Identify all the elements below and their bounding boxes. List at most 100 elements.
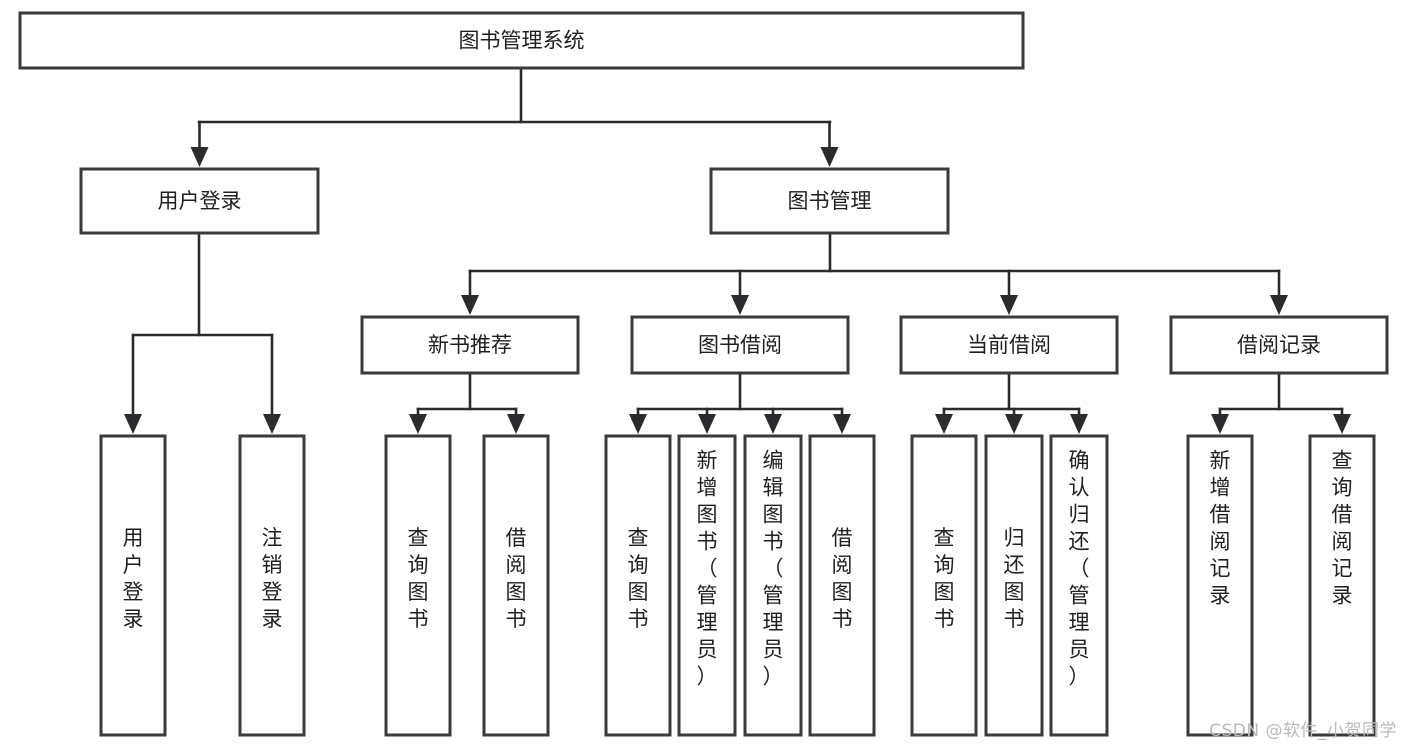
node-label-current-borrow: 当前借阅 xyxy=(967,333,1051,357)
node-label-leaf-logout: 注销登录 xyxy=(262,526,283,631)
node-box-leaf-br-query[interactable] xyxy=(1308,434,1376,737)
edge-current-borrow-to-leaf-cb-query xyxy=(935,407,953,434)
node-label-leaf-rec-query: 查询图书 xyxy=(408,526,429,631)
edge-book-manage-to-borrow-record xyxy=(1270,269,1288,315)
node-box-user-login[interactable] xyxy=(79,167,320,235)
node-box-book-manage[interactable] xyxy=(709,167,950,235)
node-box-new-book-rec[interactable] xyxy=(360,315,580,375)
node-label-leaf-bb-edit: 编辑图书（管理员） xyxy=(763,449,784,689)
connector-group-bus-root xyxy=(197,66,832,124)
node-label-leaf-br-query: 查询借阅记录 xyxy=(1332,449,1353,608)
node-box-root[interactable] xyxy=(18,11,1025,70)
node-leaf-logout[interactable]: 注销登录 xyxy=(238,434,306,737)
node-label-leaf-rec-borrow: 借阅图书 xyxy=(506,526,527,631)
node-leaf-cb-query[interactable]: 查询图书 xyxy=(910,434,978,737)
edge-user-login-to-leaf-user-login xyxy=(124,333,142,434)
node-leaf-bb-query[interactable]: 查询图书 xyxy=(604,434,672,737)
node-label-leaf-cb-query: 查询图书 xyxy=(934,526,955,631)
node-leaf-bb-add[interactable]: 新增图书（管理员） xyxy=(677,434,737,737)
node-leaf-bb-edit[interactable]: 编辑图书（管理员） xyxy=(743,434,803,737)
connector-group-bus-current-borrow xyxy=(942,371,1081,411)
node-label-leaf-bb-query: 查询图书 xyxy=(628,526,649,631)
node-leaf-rec-borrow[interactable]: 借阅图书 xyxy=(482,434,550,737)
nodes-layer: 图书管理系统用户登录图书管理新书推荐图书借阅当前借阅借阅记录用户登录注销登录查询… xyxy=(18,11,1389,737)
node-box-leaf-rec-borrow[interactable] xyxy=(482,434,550,737)
node-box-leaf-cb-return[interactable] xyxy=(984,434,1044,737)
edge-current-borrow-to-leaf-cb-confirm xyxy=(1070,407,1088,434)
arrow-head-icon xyxy=(409,414,427,434)
node-label-new-book-rec: 新书推荐 xyxy=(428,333,512,357)
node-book-manage[interactable]: 图书管理 xyxy=(709,167,950,235)
arrow-head-icon xyxy=(698,414,716,434)
node-leaf-bb-borrow[interactable]: 借阅图书 xyxy=(808,434,876,737)
edge-book-manage-to-current-borrow xyxy=(1000,269,1018,315)
node-root[interactable]: 图书管理系统 xyxy=(18,11,1025,70)
arrow-head-icon xyxy=(263,414,281,434)
edge-book-manage-to-new-book-rec xyxy=(461,269,479,315)
edge-current-borrow-to-leaf-cb-return xyxy=(1005,407,1023,434)
arrow-head-icon xyxy=(124,414,142,434)
node-box-leaf-br-add[interactable] xyxy=(1186,434,1254,737)
csdn-watermark: CSDN @软件_小贺同学 xyxy=(1209,721,1397,741)
edge-new-book-rec-to-leaf-rec-borrow xyxy=(507,407,525,434)
node-label-leaf-user-login: 用户登录 xyxy=(123,526,144,631)
node-leaf-rec-query[interactable]: 查询图书 xyxy=(384,434,452,737)
connectors-layer xyxy=(124,66,1351,434)
edge-root-to-book-manage xyxy=(820,120,839,167)
node-label-leaf-bb-add: 新增图书（管理员） xyxy=(697,449,718,689)
arrow-head-icon xyxy=(1211,414,1229,434)
node-leaf-br-query[interactable]: 查询借阅记录 xyxy=(1308,434,1376,737)
arrow-head-icon xyxy=(1000,295,1018,315)
connector-group-bus-borrow-record xyxy=(1218,371,1344,411)
node-new-book-rec[interactable]: 新书推荐 xyxy=(360,315,580,375)
edge-root-to-user-login xyxy=(190,120,209,167)
edge-new-book-rec-to-leaf-rec-query xyxy=(409,407,427,434)
arrow-head-icon xyxy=(1333,414,1351,434)
arrow-head-icon xyxy=(833,414,851,434)
arrow-head-icon xyxy=(935,414,953,434)
node-box-borrow-record[interactable] xyxy=(1169,315,1389,375)
connector-group-bus-book-manage xyxy=(468,231,1281,273)
node-leaf-cb-confirm[interactable]: 确认归还（管理员） xyxy=(1049,434,1109,737)
arrow-head-icon xyxy=(629,414,647,434)
node-current-borrow[interactable]: 当前借阅 xyxy=(899,315,1119,375)
node-box-leaf-bb-query[interactable] xyxy=(604,434,672,737)
arrow-head-icon xyxy=(190,147,209,167)
node-leaf-cb-return[interactable]: 归还图书 xyxy=(984,434,1044,737)
node-box-leaf-logout[interactable] xyxy=(238,434,306,737)
node-label-book-borrow: 图书借阅 xyxy=(698,333,782,357)
node-borrow-record[interactable]: 借阅记录 xyxy=(1169,315,1389,375)
node-box-leaf-rec-query[interactable] xyxy=(384,434,452,737)
node-leaf-br-add[interactable]: 新增借阅记录 xyxy=(1186,434,1254,737)
node-box-leaf-bb-borrow[interactable] xyxy=(808,434,876,737)
arrow-head-icon xyxy=(731,295,749,315)
connector-group-bus-new-book-rec xyxy=(416,371,518,411)
arrow-head-icon xyxy=(1005,414,1023,434)
node-label-book-manage: 图书管理 xyxy=(788,189,872,213)
node-label-leaf-br-add: 新增借阅记录 xyxy=(1210,449,1231,608)
arrow-head-icon xyxy=(820,147,839,167)
edge-book-manage-to-book-borrow xyxy=(731,269,749,315)
node-box-leaf-cb-query[interactable] xyxy=(910,434,978,737)
arrow-head-icon xyxy=(461,295,479,315)
arrow-head-icon xyxy=(507,414,525,434)
connector-group-bus-user-login xyxy=(131,231,274,337)
node-box-leaf-bb-add[interactable] xyxy=(677,434,737,737)
node-label-leaf-cb-confirm: 确认归还（管理员） xyxy=(1069,449,1090,689)
edge-user-login-to-leaf-logout xyxy=(263,333,281,434)
node-leaf-user-login[interactable]: 用户登录 xyxy=(99,434,167,737)
node-user-login[interactable]: 用户登录 xyxy=(79,167,320,235)
edge-book-borrow-to-leaf-bb-add xyxy=(698,407,716,434)
edge-book-borrow-to-leaf-bb-edit xyxy=(764,407,782,434)
edge-book-borrow-to-leaf-bb-query xyxy=(629,407,647,434)
node-book-borrow[interactable]: 图书借阅 xyxy=(630,315,850,375)
node-label-borrow-record: 借阅记录 xyxy=(1237,333,1321,357)
arrow-head-icon xyxy=(1070,414,1088,434)
node-box-book-borrow[interactable] xyxy=(630,315,850,375)
node-box-leaf-bb-edit[interactable] xyxy=(743,434,803,737)
node-box-leaf-cb-confirm[interactable] xyxy=(1049,434,1109,737)
node-box-leaf-user-login[interactable] xyxy=(99,434,167,737)
connector-group-bus-book-borrow xyxy=(636,371,844,411)
node-box-current-borrow[interactable] xyxy=(899,315,1119,375)
